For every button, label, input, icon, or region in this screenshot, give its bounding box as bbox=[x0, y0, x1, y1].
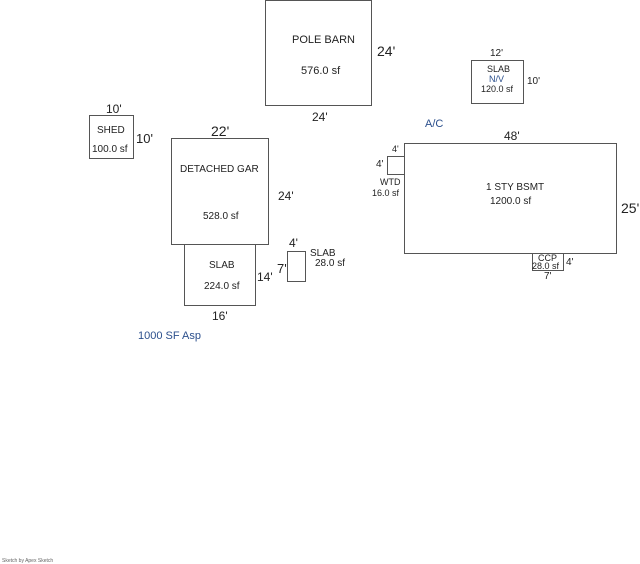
footer-credit: Sketch by Apex Sketch bbox=[2, 558, 54, 564]
ccp-label: CCP bbox=[538, 253, 558, 263]
ccp-side-dimension: 4' bbox=[566, 257, 574, 268]
shed-area: 100.0 sf bbox=[92, 144, 128, 155]
shed-top-dimension: 10' bbox=[106, 102, 122, 116]
garage-slab-label: SLAB bbox=[209, 260, 235, 271]
main-house-shape bbox=[404, 143, 617, 254]
small-slab-shape bbox=[287, 251, 306, 282]
shed-side-dimension: 10' bbox=[136, 131, 153, 146]
pole-barn-shape bbox=[265, 0, 372, 106]
wtd-label: WTD bbox=[380, 177, 401, 187]
small-slab-side-dimension: 7' bbox=[277, 261, 287, 276]
main-house-area: 1200.0 sf bbox=[490, 196, 532, 207]
pole-barn-bottom-dimension: 24' bbox=[312, 110, 328, 124]
shed-shape bbox=[89, 115, 134, 159]
slab-nv-note: N/V bbox=[489, 74, 505, 84]
slab-nv-label: SLAB bbox=[487, 64, 511, 74]
slab-nv-side-dimension: 10' bbox=[527, 76, 541, 87]
slab-nv-top-dimension: 12' bbox=[490, 48, 504, 59]
pole-barn-side-dimension: 24' bbox=[377, 43, 396, 59]
wtd-top-dimension: 4' bbox=[392, 144, 399, 154]
main-house-side-dimension: 25' bbox=[621, 200, 640, 216]
detached-garage-shape bbox=[171, 138, 269, 245]
small-slab-top-dimension: 4' bbox=[289, 236, 298, 250]
garage-slab-shape bbox=[184, 244, 256, 306]
garage-slab-area: 224.0 sf bbox=[204, 281, 240, 292]
slab-nv-shape bbox=[471, 60, 524, 104]
main-house-top-dimension: 48' bbox=[504, 129, 520, 143]
ccp-shape bbox=[532, 253, 564, 271]
asphalt-note: 1000 SF Asp bbox=[138, 330, 201, 342]
garage-slab-bottom-dimension: 16' bbox=[212, 309, 228, 323]
shed-label: SHED bbox=[97, 125, 125, 136]
wtd-area: 16.0 sf bbox=[372, 188, 400, 198]
detached-garage-label: DETACHED GAR bbox=[180, 164, 259, 175]
small-slab-area: 28.0 sf bbox=[315, 258, 346, 269]
detached-garage-top-dimension: 22' bbox=[211, 123, 230, 139]
garage-slab-side-dimension: 14' bbox=[257, 270, 273, 284]
wtd-side-dimension: 4' bbox=[376, 159, 384, 170]
detached-garage-area: 528.0 sf bbox=[203, 211, 239, 222]
main-house-label: 1 STY BSMT bbox=[486, 182, 545, 193]
ccp-bottom-dimension: 7' bbox=[544, 271, 552, 282]
pole-barn-area: 576.0 sf bbox=[301, 65, 341, 77]
ac-label: A/C bbox=[425, 118, 444, 130]
small-slab-label: SLAB bbox=[310, 248, 336, 259]
detached-garage-side-dimension: 24' bbox=[278, 189, 294, 203]
ccp-area: 28.0 sf bbox=[532, 261, 560, 271]
slab-nv-area: 120.0 sf bbox=[481, 84, 514, 94]
pole-barn-label: POLE BARN bbox=[292, 34, 355, 46]
